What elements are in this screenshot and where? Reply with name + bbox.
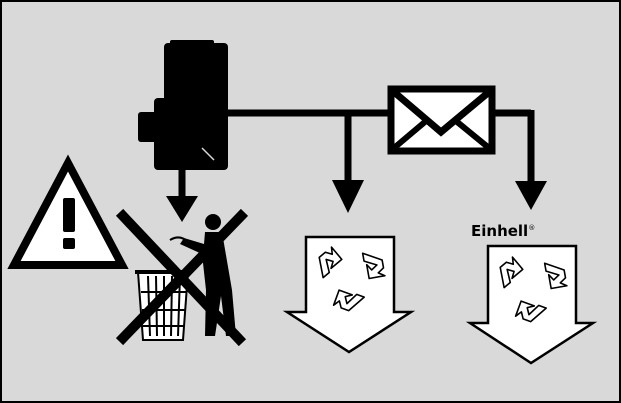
- brand-wordmark: Einhell®: [471, 222, 535, 240]
- arrow-to-bin-head: [166, 196, 198, 222]
- power-tool-icon: [138, 40, 228, 170]
- brand-recycling-collection: Einhell®: [465, 222, 598, 365]
- warning-triangle-icon: [7, 154, 129, 269]
- crossed-out-wheelie-bin-icon: [115, 208, 249, 347]
- arrow-to-brand-recycling-head: [515, 181, 547, 210]
- distribution-lines: [178, 109, 535, 200]
- envelope-icon: [387, 85, 496, 155]
- municipal-recycling-collection: [282, 235, 416, 354]
- arrow-to-municipal-recycling-head: [332, 180, 364, 213]
